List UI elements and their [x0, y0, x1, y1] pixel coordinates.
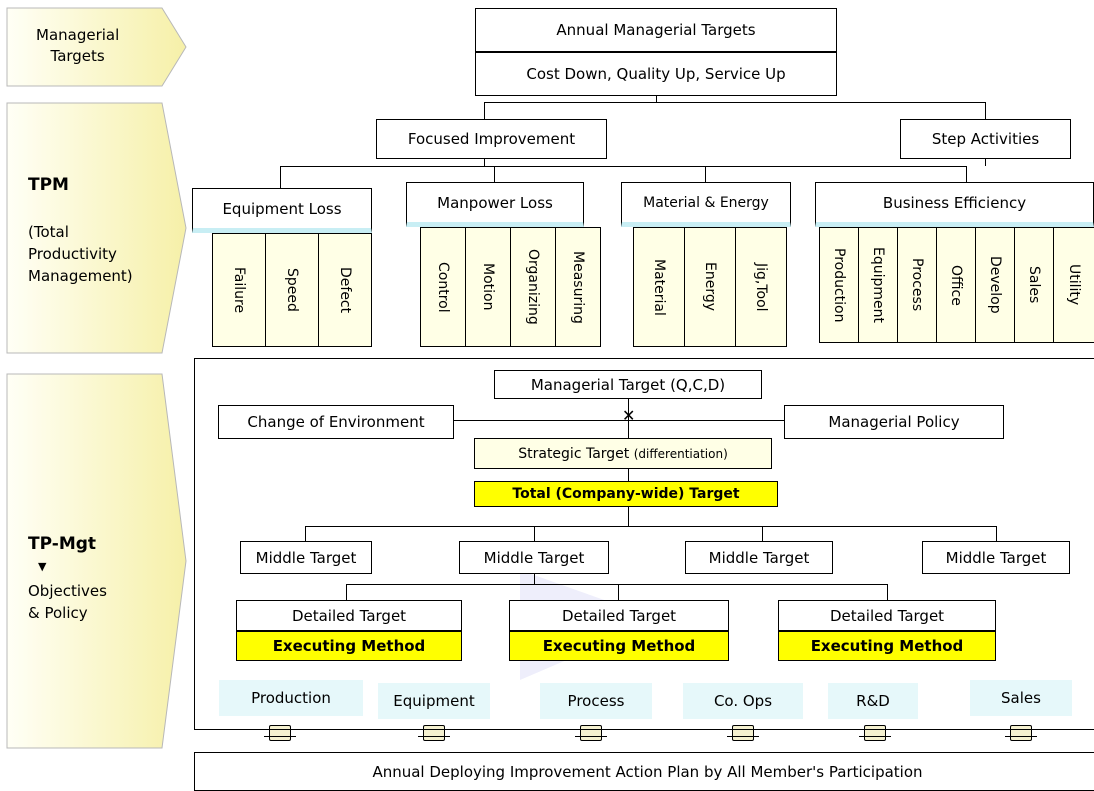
- cost-down-box: Cost Down, Quality Up, Service Up: [475, 52, 837, 96]
- loss-item: Production: [819, 227, 859, 343]
- executing-method-box: Executing Method: [778, 631, 996, 661]
- change-of-environment-box: Change of Environment: [218, 405, 454, 439]
- focused-improvement-box: Focused Improvement: [376, 119, 607, 159]
- annual-managerial-targets-box: Annual Managerial Targets: [475, 8, 837, 52]
- loss-item: Process: [897, 227, 937, 343]
- dept-rd: R&D: [828, 683, 918, 719]
- tpmgt-subtitle: Objectives & Policy: [28, 582, 107, 622]
- executing-method-box: Executing Method: [236, 631, 462, 661]
- connector-icon: [264, 722, 296, 744]
- loss-item: Utility: [1053, 227, 1094, 343]
- connector-icon: [727, 722, 759, 744]
- annual-action-plan-box: Annual Deploying Improvement Action Plan…: [194, 752, 1094, 791]
- connector-icon: [859, 722, 891, 744]
- loss-item: Equipment: [858, 227, 898, 343]
- tpm-arrow: [6, 102, 187, 354]
- loss-item: Failure: [212, 233, 266, 347]
- loss-item: Speed: [265, 233, 319, 347]
- loss-item: Control: [420, 227, 466, 347]
- managerial-targets-label: Managerial Targets: [36, 26, 120, 65]
- loss-item: Sales: [1014, 227, 1054, 343]
- dept-production: Production: [219, 680, 363, 716]
- strategic-target-box: Strategic Target (differentiation): [474, 438, 772, 469]
- dept-process: Process: [540, 683, 652, 719]
- loss-item: Organizing: [510, 227, 556, 347]
- connector-icon: [575, 722, 607, 744]
- loss-item: Jig,Tool: [735, 227, 787, 347]
- dept-co-ops: Co. Ops: [683, 683, 803, 719]
- middle-target-box: Middle Target: [240, 541, 372, 574]
- dept-sales: Sales: [970, 680, 1072, 716]
- cross-mark: ✕: [622, 406, 636, 425]
- side-arrows: [6, 7, 187, 749]
- tpm-subtitle: (Total Productivity Management): [28, 223, 133, 285]
- managerial-targets-arrow: [6, 7, 187, 87]
- executing-method-box: Executing Method: [509, 631, 729, 661]
- detailed-target-box: Detailed Target: [236, 600, 462, 631]
- managerial-policy-box: Managerial Policy: [784, 405, 1004, 439]
- loss-item: Energy: [684, 227, 736, 347]
- connector-icon: [1005, 722, 1037, 744]
- equipment-loss-header: Equipment Loss: [192, 188, 372, 233]
- tpm-title: TPM: [28, 175, 69, 195]
- managerial-target-qcd-box: Managerial Target (Q,C,D): [494, 370, 762, 399]
- loss-item: Office: [936, 227, 976, 343]
- loss-item: Material: [633, 227, 685, 347]
- detailed-target-box: Detailed Target: [778, 600, 996, 631]
- material-energy-header: Material & Energy: [621, 182, 791, 227]
- business-efficiency-header: Business Efficiency: [815, 182, 1094, 227]
- detailed-target-box: Detailed Target: [509, 600, 729, 631]
- loss-item: Defect: [318, 233, 372, 347]
- middle-target-box: Middle Target: [922, 541, 1070, 574]
- tpmgt-arrow: [6, 373, 187, 749]
- total-company-wide-target-box: Total (Company-wide) Target: [474, 481, 778, 507]
- loss-item: Measuring: [555, 227, 601, 347]
- loss-item: Motion: [465, 227, 511, 347]
- connector-icon: [418, 722, 450, 744]
- middle-target-box: Middle Target: [459, 541, 609, 574]
- tpmgt-title: TP-Mgt: [28, 534, 97, 554]
- tpmgt-arrow-glyph: ▼: [38, 560, 47, 573]
- manpower-loss-header: Manpower Loss: [406, 182, 584, 227]
- middle-target-box: Middle Target: [685, 541, 833, 574]
- loss-item: Develop: [975, 227, 1015, 343]
- dept-equipment: Equipment: [378, 683, 490, 719]
- step-activities-box: Step Activities: [900, 119, 1071, 159]
